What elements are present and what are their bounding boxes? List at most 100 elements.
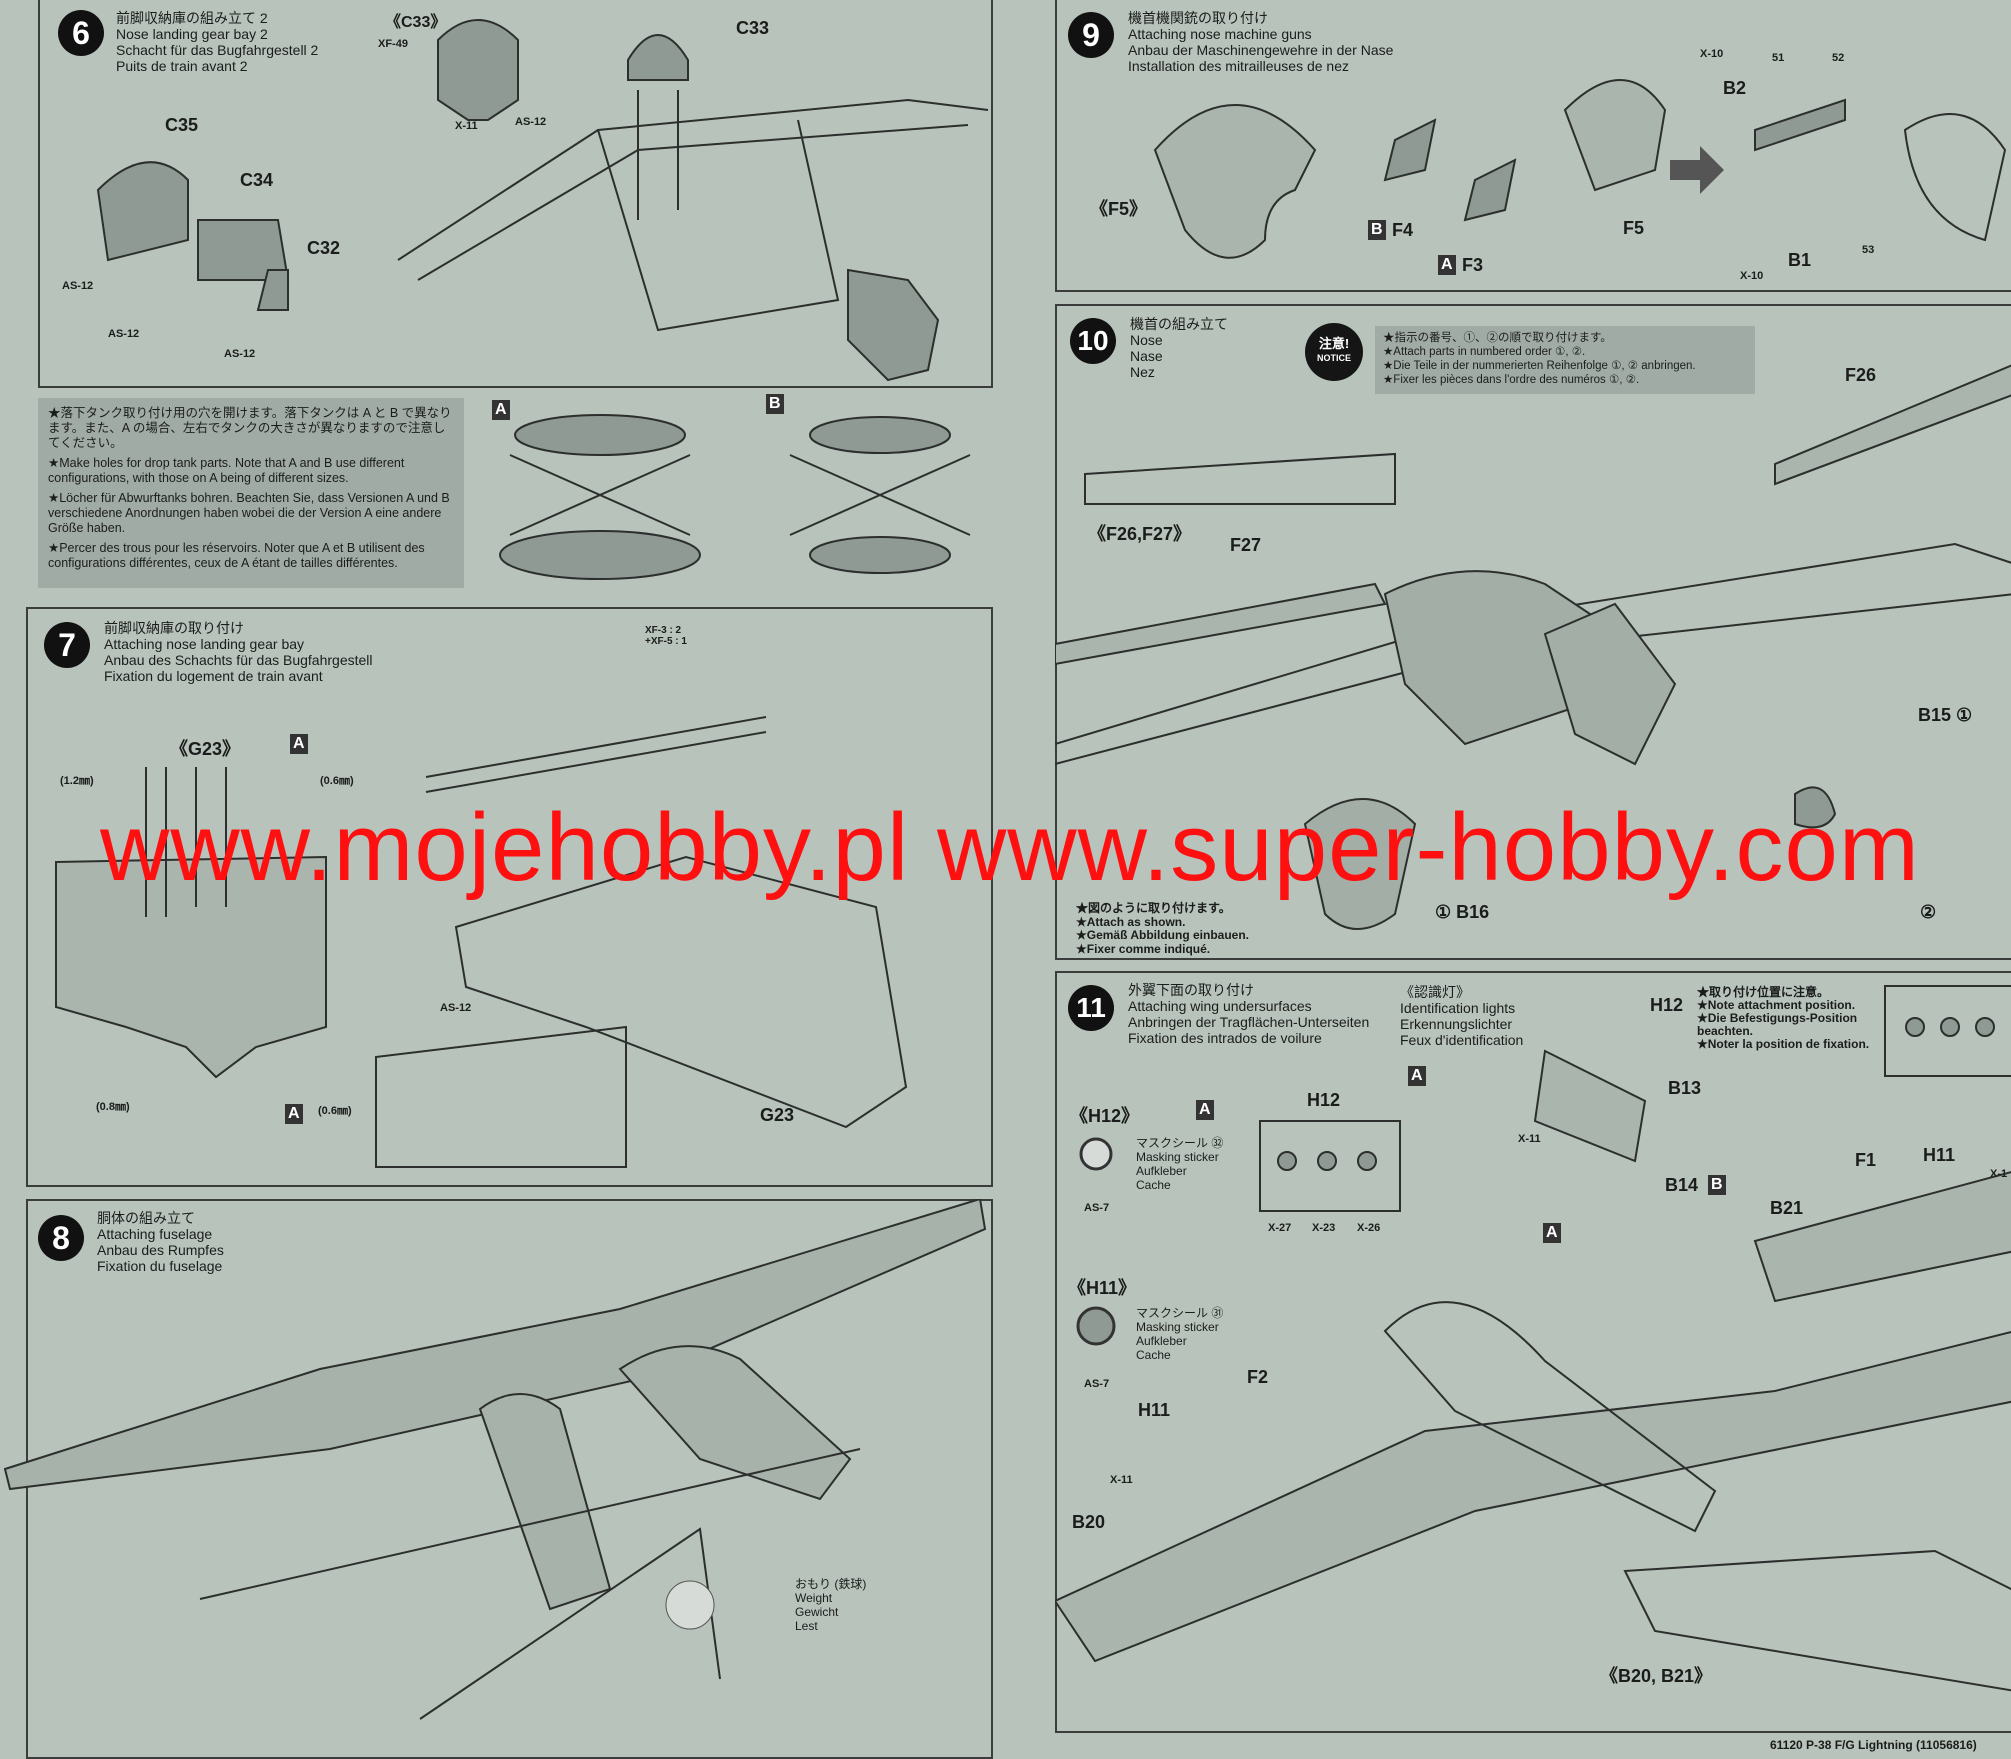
step-11-heading: 外翼下面の取り付け Attaching wing undersurfaces A…: [1128, 982, 1369, 1046]
version-b-badge: B: [1368, 220, 1386, 240]
mask-jp: マスクシール ㉛: [1136, 1306, 1224, 1320]
step-number: 6: [58, 10, 104, 56]
label: X-26: [1357, 1222, 1381, 1234]
paint-callout: XF-3 : 2 +XF-5 : 1: [645, 625, 687, 647]
step-9-heading: 機首機関銃の取り付け Attaching nose machine guns A…: [1128, 10, 1393, 74]
step-number: 11: [1068, 985, 1114, 1031]
label: (0.6㎜): [318, 1105, 352, 1117]
label: H11: [1138, 1400, 1171, 1420]
label: B1: [1788, 250, 1812, 270]
label: ① B16: [1435, 902, 1490, 922]
note-jp: ★図のように取り付けます。: [1076, 901, 1231, 915]
notice-badge-en: NOTICE: [1316, 353, 1351, 363]
label: 《C33》: [385, 14, 447, 31]
step-number: 7: [44, 622, 90, 668]
heading-de: Schacht für das Bugfahrgestell 2: [116, 42, 319, 58]
label: X-11: [455, 120, 478, 132]
label: 《G23》: [170, 739, 241, 759]
heading-fr: Nez: [1130, 364, 1155, 380]
weight-en: Weight: [795, 1591, 833, 1605]
step-6-heading: 前脚収納庫の組み立て 2 Nose landing gear bay 2 Sch…: [116, 10, 318, 74]
step-6-drawing: [96, 19, 989, 382]
label: C33: [736, 18, 770, 38]
attachment-position-note: ★取り付け位置に注意。 ★Note attachment position. ★…: [1697, 986, 1882, 1051]
label: X-10: [1740, 270, 1764, 282]
label: 《F26,F27》: [1088, 524, 1192, 544]
step-8-drawing: [3, 1199, 987, 1720]
heading-en: Nose landing gear bay 2: [116, 26, 268, 42]
label: X-11: [1518, 1133, 1541, 1145]
label: H12: [1650, 995, 1684, 1015]
label: B2: [1723, 78, 1747, 98]
heading-de: Anbringen der Tragflächen-Unterseiten: [1128, 1014, 1370, 1030]
version-a-badge: A: [290, 734, 308, 754]
heading-fr: Puits de train avant 2: [116, 58, 248, 74]
label: H11: [1923, 1145, 1956, 1165]
mask-en: Masking sticker: [1136, 1150, 1219, 1164]
label: F26: [1845, 365, 1877, 385]
weight-de: Gewicht: [795, 1605, 839, 1619]
weight-callout: おもり (鉄球) Weight Gewicht Lest: [795, 1577, 866, 1633]
step-10-heading: 機首の組み立て Nose Nase Nez: [1130, 316, 1228, 380]
version-a-badge: A: [492, 400, 510, 420]
mask-jp: マスクシール ㉜: [1136, 1136, 1224, 1150]
step-number: 8: [38, 1215, 84, 1261]
note-de: ★Die Befestigungs-Position beachten.: [1697, 1011, 1858, 1038]
notice-en: ★Attach parts in numbered order ①, ②.: [1383, 346, 1586, 358]
watermark: www.mojehobby.pl www.super-hobby.com: [100, 794, 1920, 901]
version-a-badge: A: [1196, 1100, 1214, 1120]
h12-mask-callout: マスクシール ㉜ Masking sticker Aufkleber Cache: [1136, 1136, 1223, 1192]
heading-fr: Fixation des intrados de voilure: [1128, 1030, 1322, 1046]
label: AS-12: [515, 116, 547, 128]
label: AS-7: [1084, 1378, 1110, 1390]
heading-fr: Fixation du logement de train avant: [104, 668, 323, 684]
note-en: ★Note attachment position.: [1697, 998, 1856, 1012]
heading-en: Nose: [1130, 332, 1163, 348]
step-11-drawing: [1055, 985, 2011, 1692]
heading-de: Nase: [1130, 348, 1163, 364]
lights-en: Identification lights: [1400, 1000, 1516, 1016]
label: 51: [1772, 52, 1785, 64]
label: B13: [1668, 1078, 1702, 1098]
step-11-panel: [1055, 971, 2011, 1733]
step-7-panel: [26, 607, 993, 1187]
notice-box: ★指示の番号、①、②の順で取り付けます。 ★Attach parts in nu…: [1375, 326, 1755, 394]
label: X-11: [1110, 1474, 1133, 1486]
label: 53: [1862, 244, 1875, 256]
label: AS-7: [1084, 1202, 1110, 1214]
label: X-1: [1990, 1168, 2008, 1180]
page-footer: 61120 P-38 F/G Lightning (11056816): [1770, 1738, 1977, 1752]
label: XF-49: [378, 38, 408, 50]
mask-de: Aufkleber: [1136, 1334, 1187, 1348]
note-fr: ★Percer des trous pour les réservoirs. N…: [48, 541, 425, 570]
note-fr: ★Noter la position de fixation.: [1697, 1037, 1870, 1051]
note-en: ★Make holes for drop tank parts. Note th…: [48, 456, 405, 485]
drop-tank-diagrams: [499, 414, 971, 580]
version-b-badge: B: [766, 394, 784, 414]
label: G23: [760, 1105, 795, 1125]
lights-fr: Feux d'identification: [1400, 1032, 1524, 1048]
label: AS-12: [62, 280, 94, 292]
heading-en: Attaching wing undersurfaces: [1128, 998, 1312, 1014]
label: (0.6㎜): [320, 775, 354, 787]
heading-jp: 外翼下面の取り付け: [1128, 982, 1254, 998]
label: 《F5》: [1090, 199, 1148, 219]
version-a-badge: A: [1438, 255, 1456, 275]
label: (1.2㎜): [60, 775, 94, 787]
note-jp: ★落下タンク取り付け用の穴を開けます。落下タンクは A と B で異なります。ま…: [48, 406, 452, 450]
notice-fr: ★Fixer les pièces dans l'ordre des numér…: [1383, 374, 1640, 386]
step-number: 10: [1070, 318, 1116, 364]
heading-jp: 機首機関銃の取り付け: [1128, 10, 1268, 26]
label: X-23: [1312, 1222, 1336, 1234]
paint-mix-2: +XF-5 : 1: [645, 636, 687, 647]
heading-de: Anbau des Schachts für das Bugfahrgestel…: [104, 652, 373, 668]
h11-mask-callout: マスクシール ㉛ Masking sticker Aufkleber Cache: [1136, 1306, 1223, 1362]
label: AS-12: [224, 348, 256, 360]
step-9-drawing: [1153, 79, 2007, 259]
label: H12: [1307, 1090, 1341, 1110]
step-7-heading: 前脚収納庫の取り付け Attaching nose landing gear b…: [104, 620, 373, 684]
note-en: ★Attach as shown.: [1076, 914, 1186, 929]
label: F5: [1623, 218, 1645, 238]
label: F4: [1392, 220, 1414, 240]
label: 《H12》: [1070, 1106, 1140, 1126]
